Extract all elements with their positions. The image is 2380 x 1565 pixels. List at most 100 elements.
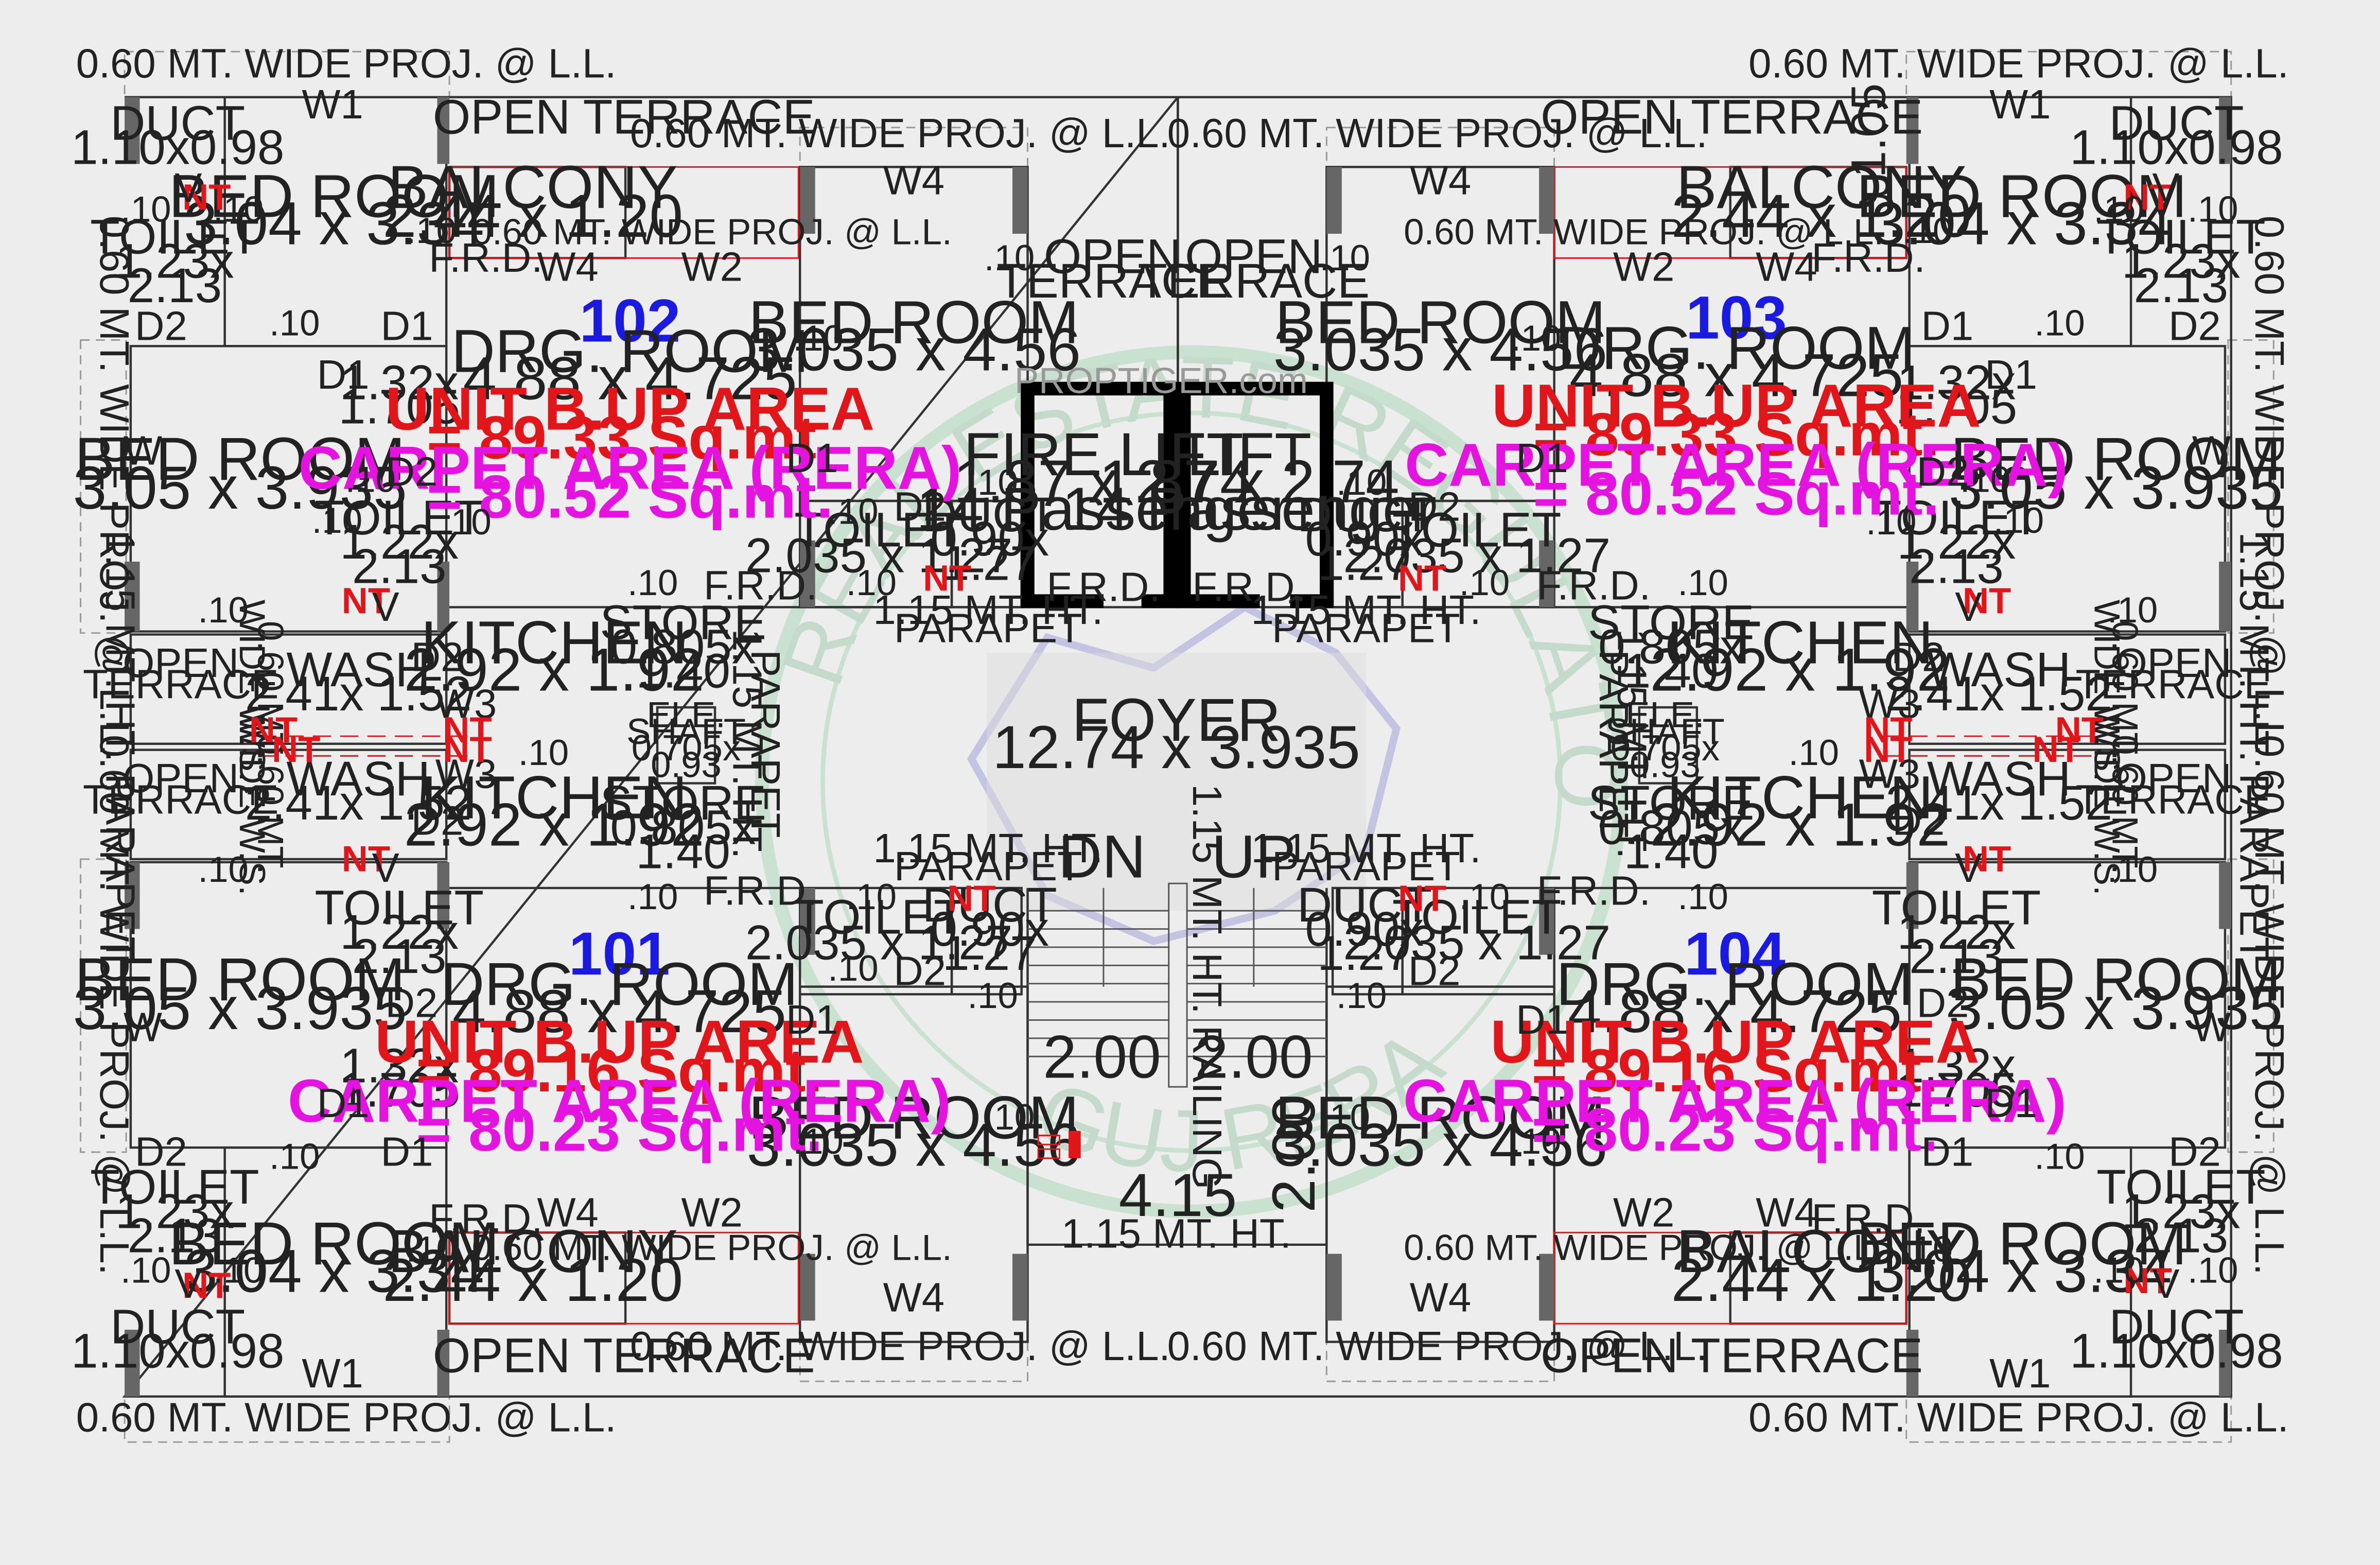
builtup-area-value: = 89.33 Sq.mt. bbox=[1533, 401, 1940, 468]
door-tag: D2 bbox=[1408, 483, 1461, 529]
nt-marker: NT bbox=[342, 838, 390, 879]
lift-capacity: 14 Passenger bbox=[1062, 475, 1437, 543]
window-tag: W4 bbox=[1756, 244, 1817, 289]
carpet-area-label: CARPET AREA (RERA) bbox=[1403, 1067, 2067, 1135]
frd-label: F.R.D. bbox=[429, 1195, 542, 1241]
balcony-label: BALCONY bbox=[388, 1217, 678, 1285]
passage-size: 1.32x bbox=[1897, 1038, 2016, 1092]
wall-thickness: .10 bbox=[2107, 849, 2158, 890]
landing-depth-dim: 2.00 bbox=[1259, 1094, 1327, 1213]
unit-103: 103 DRG. ROOM 4.88 x 4.725 UNIT B.UP ARE… bbox=[1405, 284, 2068, 528]
parapet-label: 1.15 MT. HT. bbox=[873, 587, 1103, 633]
bedroom-size: 3.04 x 3.34 bbox=[184, 189, 484, 257]
duct-label: DUCT bbox=[922, 878, 1057, 932]
wall-thickness: .10 bbox=[120, 1250, 171, 1291]
ele-shaft-label: SHAFT bbox=[626, 711, 746, 752]
ele-shaft-size: 0.705x bbox=[632, 727, 741, 768]
parapet-label: PARAPET bbox=[894, 605, 1082, 651]
carpet-area-value: = 80.52 Sq.mt. bbox=[1533, 460, 1940, 528]
toilet-size: 1.22x bbox=[340, 905, 459, 959]
toilet-size: 2.13 bbox=[2134, 258, 2229, 312]
toilet-label: TOILET bbox=[1392, 890, 1562, 944]
stair-width-dim: 2.00 bbox=[1195, 1023, 1313, 1091]
proj-label: 0.60 MT. WIDE PROJ. @ L.L. bbox=[76, 1395, 617, 1440]
door-tag: D1 bbox=[381, 1129, 433, 1175]
wall-thickness: .10 bbox=[1320, 237, 1370, 278]
toilet-size: 2.13 bbox=[1909, 929, 2004, 983]
duct-size: 1.10x0.98 bbox=[71, 120, 284, 174]
passage-size: 1.705 bbox=[1896, 1063, 2017, 1117]
parapet-label: PARAPET bbox=[1591, 650, 1637, 838]
ws-label: WIDE W.S. bbox=[232, 714, 273, 896]
balcony-size: 2.44 x 1.20 bbox=[382, 1246, 683, 1314]
nt-marker: NT bbox=[1398, 558, 1446, 598]
toilet-label: TOILET bbox=[90, 210, 259, 264]
duct-label: DUCT bbox=[1297, 488, 1432, 542]
duct-size: 1.27 bbox=[1317, 536, 1412, 590]
bedroom-size: 3.04 x 3.34 bbox=[1871, 189, 2172, 257]
window-tag: W bbox=[2192, 427, 2231, 473]
ele-shaft-label: SHAFT bbox=[1605, 711, 1725, 752]
door-tag: D2 bbox=[1892, 634, 1945, 680]
bedroom-label: BED ROOM bbox=[1951, 945, 2281, 1013]
window-tag: W2 bbox=[1613, 244, 1674, 289]
door-tag: D2 bbox=[2168, 303, 2221, 349]
kitchen-size: 2.92 x 1.92 bbox=[404, 790, 705, 858]
proj-label: 0.60 MT. WIDE PROJ. @ L.L. bbox=[1167, 1323, 1708, 1369]
window-tag: W bbox=[2192, 1004, 2231, 1050]
proj-label: 0.60 MT. WIDE PROJ. @ L.L. bbox=[472, 1227, 952, 1267]
store-size: 0.805x bbox=[610, 800, 756, 854]
bedroom-label: BED ROOM bbox=[1275, 288, 1605, 356]
frd-label: F.R.D. bbox=[429, 235, 542, 281]
wall-thickness: .10 bbox=[793, 1121, 843, 1161]
bedroom-size: 3.05 x 3.935 bbox=[73, 454, 407, 521]
wash-label: WASH bbox=[1927, 752, 2071, 806]
proj-label: 0.60 MT. WIDE PROJ. @ L.L. bbox=[1404, 1227, 1884, 1267]
carpet-area-value: = 80.52 Sq.mt. bbox=[427, 462, 833, 530]
parapet-label: PARAPET bbox=[1272, 605, 1460, 651]
balcony-label: BALCONY bbox=[1676, 153, 1967, 221]
wall-thickness: .10 bbox=[2188, 1250, 2238, 1291]
terrace-label: TERRACE bbox=[83, 776, 278, 822]
balcony-size: 2.44 x 1.20 bbox=[1671, 182, 1972, 250]
store-label: STORE bbox=[1588, 776, 1754, 830]
ws-label: 0.60 MT. bbox=[2105, 735, 2146, 874]
window-tag: W bbox=[124, 427, 162, 473]
ws-label: WIDE W.S. bbox=[2087, 714, 2127, 896]
window-tag: W1 bbox=[302, 1350, 363, 1396]
wash-size: 2.41x 1.52 bbox=[245, 667, 472, 721]
toilet-size: 1.22x bbox=[1897, 515, 2016, 569]
toilet-label: TOILET bbox=[794, 890, 964, 944]
toilet-label: TOILET bbox=[1872, 881, 2041, 935]
vent-marker: V bbox=[1955, 584, 1982, 630]
bedroom-label: BED ROOM bbox=[1857, 1209, 2187, 1277]
balcony-label: BALCONY bbox=[388, 153, 678, 221]
lift-label: LIFT bbox=[1187, 420, 1311, 488]
store-size: 1.40 bbox=[1624, 825, 1719, 879]
wall-thickness: .10 bbox=[1459, 876, 1510, 917]
toilet-label: TOILET bbox=[2096, 210, 2266, 264]
window-tag: W1 bbox=[1989, 1350, 2051, 1396]
builtup-area-label: UNIT B.UP AREA bbox=[386, 374, 874, 442]
passage-size: 1.705 bbox=[339, 1063, 460, 1117]
duct-size: 1.10x0.98 bbox=[2070, 1324, 2283, 1378]
wall-thickness: .10 bbox=[627, 562, 678, 603]
bedroom-size: 3.035 x 4.56 bbox=[1273, 1111, 1607, 1179]
landing-dim: 4.15 bbox=[1119, 1161, 1237, 1229]
unit-number: 104 bbox=[1684, 919, 1786, 987]
parapet-label: 1.15 MT. HT. PARAPET bbox=[98, 532, 144, 962]
stairs-down-label: DN bbox=[1058, 822, 1146, 890]
parapet-label: PARAPET bbox=[1272, 843, 1460, 889]
ele-shaft-size: 0.93 bbox=[1630, 744, 1701, 785]
duct-label: DUCT bbox=[1297, 878, 1432, 932]
duct-label: DUCT bbox=[2109, 96, 2244, 150]
wash-size: 2.41x 1.52 bbox=[1885, 667, 2112, 721]
railing-label: 1.15 MT. HT. RAILING bbox=[1184, 784, 1230, 1189]
wall-thickness: .10 bbox=[1320, 1097, 1370, 1137]
wash-label: WASH bbox=[1927, 642, 2071, 697]
staircase bbox=[1027, 882, 1327, 1088]
wall-thickness: .10 bbox=[406, 210, 457, 251]
toilet-size: 2.13 bbox=[128, 258, 222, 312]
duct-size: 0.90x bbox=[1305, 512, 1424, 566]
wash-size: 2.41x 1.52 bbox=[245, 776, 472, 830]
